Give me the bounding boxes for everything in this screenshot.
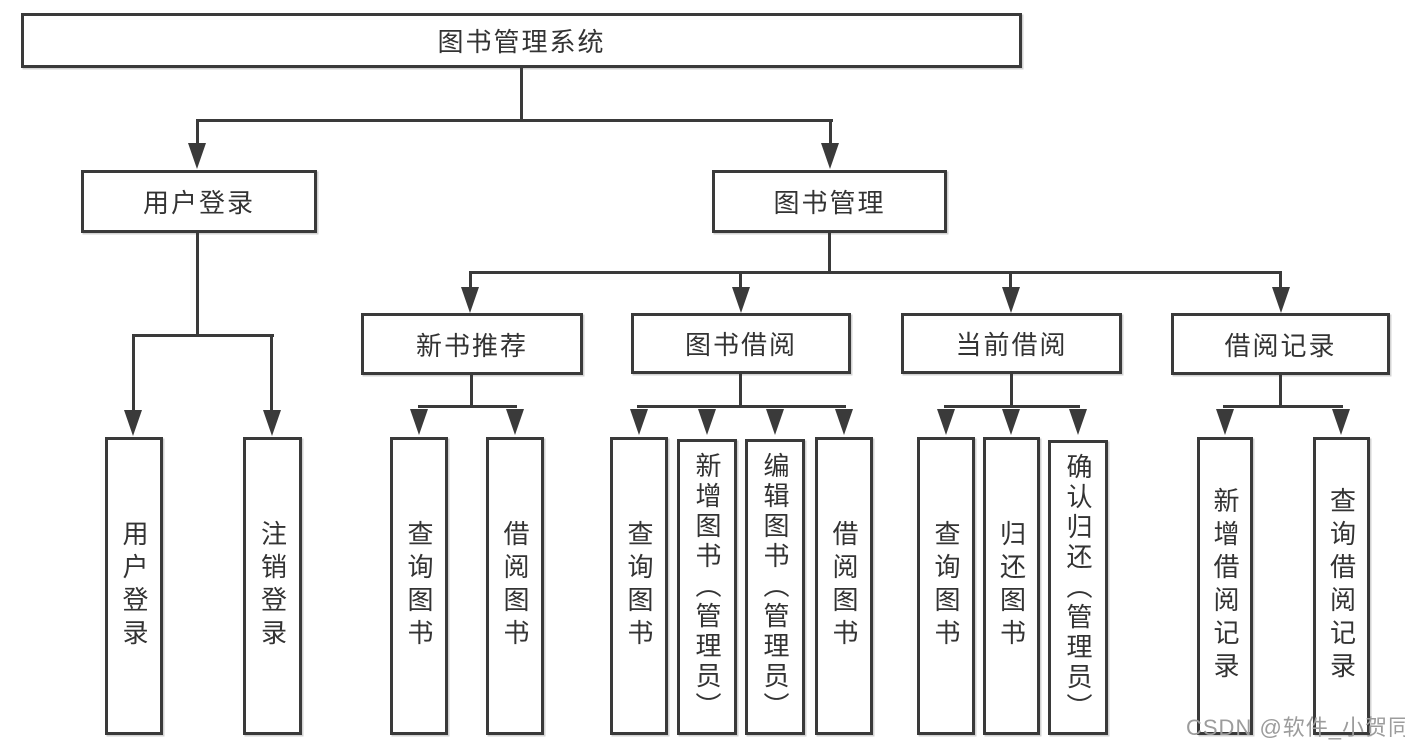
connector-line xyxy=(829,120,832,144)
node-borrowing-records: 借阅记录 xyxy=(1171,313,1390,375)
connector-line xyxy=(520,68,523,121)
node-label: 编辑图书（管理员） xyxy=(760,452,790,722)
node-new-book-recommendation: 新书推荐 xyxy=(361,313,583,375)
connector-line xyxy=(469,271,1282,274)
connector-line xyxy=(944,405,1080,408)
connector-line xyxy=(828,233,831,273)
arrowhead-down-icon xyxy=(1069,409,1087,435)
node-query-books-current: 查询图书 xyxy=(917,437,975,735)
node-label: 借阅记录 xyxy=(1224,330,1337,361)
node-label: 注销登录 xyxy=(257,520,288,652)
node-label: 查询图书 xyxy=(404,520,434,652)
arrowhead-down-icon xyxy=(506,409,524,435)
connector-line xyxy=(1279,375,1282,407)
connector-line xyxy=(418,405,517,408)
arrowhead-down-icon xyxy=(1272,287,1290,313)
node-label: 借阅图书 xyxy=(500,520,530,652)
node-query-books-borrowing: 查询图书 xyxy=(610,437,668,735)
connector-line xyxy=(1010,374,1013,407)
node-label: 用户登录 xyxy=(142,188,255,218)
connector-line xyxy=(196,120,199,144)
connector-line xyxy=(1279,273,1282,289)
arrowhead-down-icon xyxy=(1216,409,1234,435)
node-borrow-books-borrowing: 借阅图书 xyxy=(815,437,873,735)
node-query-borrow-record: 查询借阅记录 xyxy=(1313,437,1370,735)
arrowhead-down-icon xyxy=(766,409,784,435)
node-confirm-return-admin: 确认归还（管理员） xyxy=(1048,440,1108,735)
node-query-books-recommend: 查询图书 xyxy=(390,437,448,735)
node-label: 查询借阅记录 xyxy=(1326,487,1357,685)
node-label: 图书管理 xyxy=(773,188,886,218)
node-current-borrowing: 当前借阅 xyxy=(901,313,1122,374)
arrowhead-down-icon xyxy=(1002,409,1020,435)
node-label: 新增图书（管理员） xyxy=(692,452,722,722)
arrowhead-down-icon xyxy=(461,287,479,313)
arrowhead-down-icon xyxy=(188,143,206,169)
connector-line xyxy=(739,374,742,407)
node-edit-books-admin: 编辑图书（管理员） xyxy=(745,439,805,735)
arrowhead-down-icon xyxy=(630,409,648,435)
node-return-books: 归还图书 xyxy=(983,437,1040,735)
node-user-login: 用户登录 xyxy=(81,170,317,233)
node-add-borrow-record: 新增借阅记录 xyxy=(1197,437,1253,735)
connector-line xyxy=(196,233,199,337)
arrowhead-down-icon xyxy=(835,409,853,435)
arrowhead-down-icon xyxy=(410,409,428,435)
arrowhead-down-icon xyxy=(732,287,750,313)
node-label: 新书推荐 xyxy=(415,330,528,361)
connector-line xyxy=(196,119,833,122)
node-add-books-admin: 新增图书（管理员） xyxy=(677,439,737,735)
node-label: 借阅图书 xyxy=(829,520,859,652)
connector-line xyxy=(470,375,473,408)
arrowhead-down-icon xyxy=(821,143,839,169)
arrowhead-down-icon xyxy=(1002,287,1020,313)
arrowhead-down-icon xyxy=(263,410,281,436)
arrowhead-down-icon xyxy=(698,409,716,435)
node-label: 当前借阅 xyxy=(955,330,1068,360)
connector-line xyxy=(469,273,472,289)
csdn-watermark: CSDN @软件_小贺同学 xyxy=(1186,715,1405,740)
node-borrow-books-recommend: 借阅图书 xyxy=(486,437,544,735)
connector-line xyxy=(739,273,742,289)
node-logout-leaf: 注销登录 xyxy=(243,437,302,735)
node-user-login-leaf: 用户登录 xyxy=(105,437,163,735)
node-label: 归还图书 xyxy=(996,520,1027,652)
node-label: 用户登录 xyxy=(119,520,149,652)
arrowhead-down-icon xyxy=(1332,409,1350,435)
node-label: 图书管理系统 xyxy=(437,27,606,57)
node-label: 查询图书 xyxy=(624,520,654,652)
connector-line xyxy=(1223,405,1343,408)
arrowhead-down-icon xyxy=(937,409,955,435)
connector-line xyxy=(132,334,274,337)
node-label: 图书借阅 xyxy=(684,330,797,360)
node-book-management: 图书管理 xyxy=(712,170,947,233)
node-library-system: 图书管理系统 xyxy=(21,13,1022,68)
node-label: 查询图书 xyxy=(931,520,961,652)
node-label: 确认归还（管理员） xyxy=(1063,452,1093,723)
node-label: 新增借阅记录 xyxy=(1210,487,1240,685)
node-book-borrowing: 图书借阅 xyxy=(631,313,851,374)
connector-line xyxy=(132,336,135,410)
connector-line xyxy=(1009,273,1012,289)
connector-line xyxy=(270,336,273,410)
connector-line xyxy=(637,405,846,408)
arrowhead-down-icon xyxy=(124,410,142,436)
